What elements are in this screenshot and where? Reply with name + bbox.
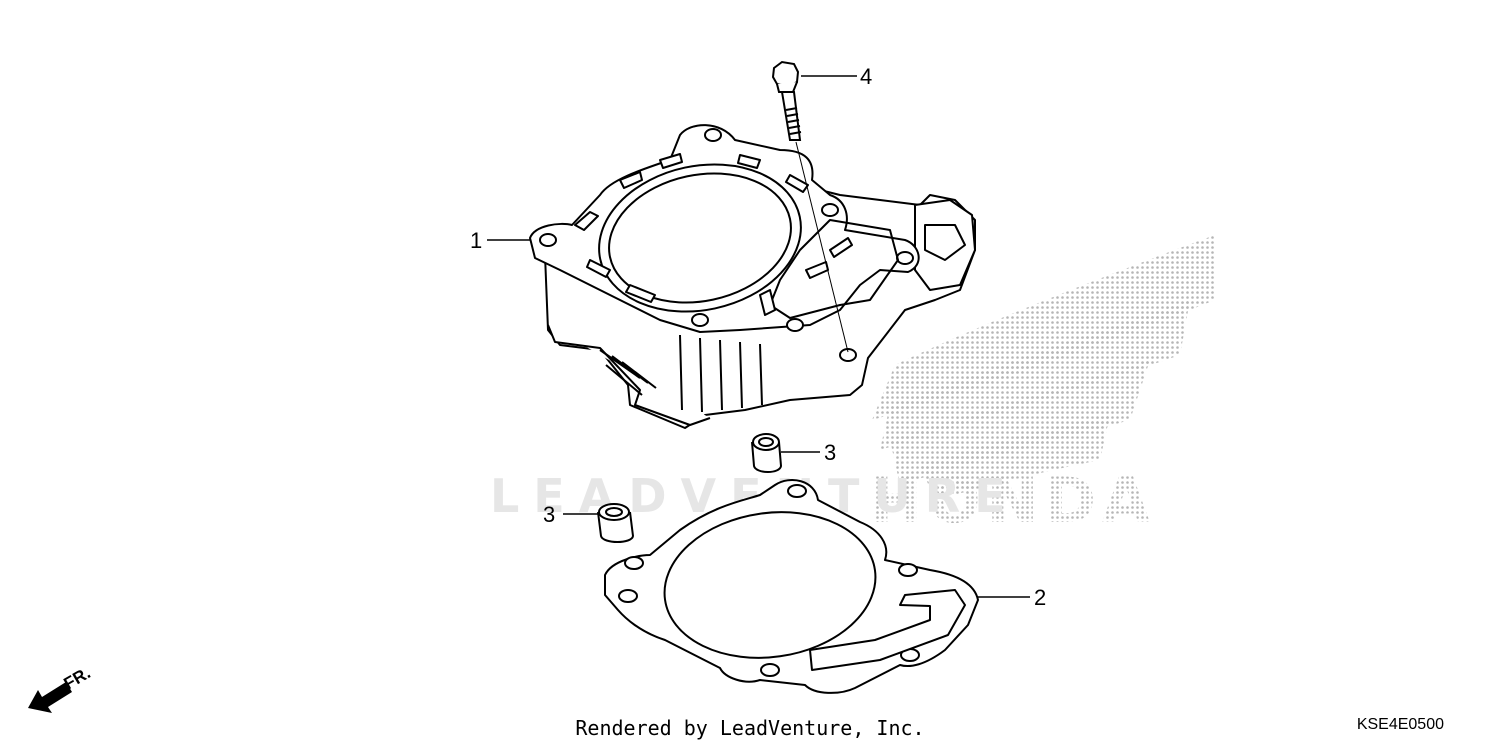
leader-lines xyxy=(487,75,1030,598)
diagram-code: KSE4E0500 xyxy=(1356,716,1444,733)
front-direction-arrow-icon: FR. xyxy=(28,663,94,713)
credit-line: Rendered by LeadVenture, Inc. xyxy=(575,716,925,740)
callout-1[interactable]: 1 xyxy=(470,228,482,253)
gasket-part[interactable] xyxy=(604,479,979,694)
callout-4[interactable]: 4 xyxy=(860,64,872,89)
callout-3-upper[interactable]: 3 xyxy=(824,440,836,465)
cylinder-part[interactable] xyxy=(529,124,976,429)
honda-brand-watermark: HONDA xyxy=(870,464,1156,537)
dowel-pin-lower[interactable] xyxy=(597,503,635,543)
callout-2[interactable]: 2 xyxy=(1034,585,1046,610)
bolt-part[interactable] xyxy=(771,60,849,353)
callout-3-lower[interactable]: 3 xyxy=(543,502,555,527)
dowel-pin-upper[interactable] xyxy=(751,433,783,473)
honda-wing-watermark xyxy=(872,235,1215,500)
